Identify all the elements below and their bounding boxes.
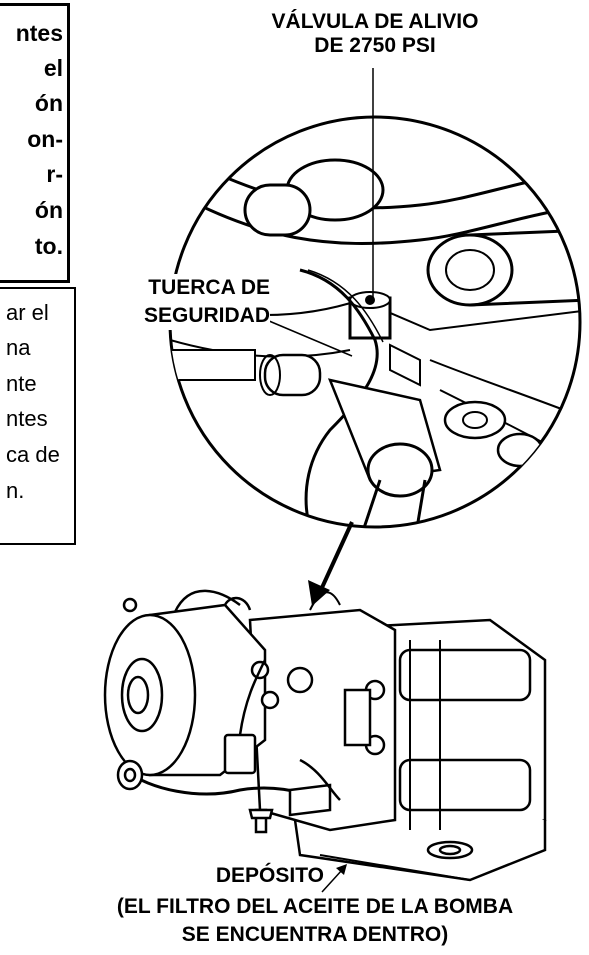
note-box: ar el na nte ntes ca de n. [0, 287, 76, 545]
warning-line: r- [46, 161, 63, 187]
filter-note-line1: (EL FILTRO DEL ACEITE DE LA BOMBA [116, 895, 514, 918]
warning-box: ntes el ón on- r- ón to. [0, 3, 70, 283]
reservoir-leader-arrowhead [336, 864, 347, 875]
note-line: ca de [6, 442, 60, 467]
lock-nut-leader [261, 317, 353, 357]
reservoir-leader [321, 869, 343, 893]
lock-nut-label: TUERCA DE SEGURIDAD [100, 274, 270, 330]
note-line: na [6, 335, 31, 360]
note-line: n. [6, 478, 25, 503]
lock-nut-label-line1: TUERCA DE [148, 276, 270, 299]
note-line: ntes [6, 406, 48, 431]
note-line: ar el [6, 300, 49, 325]
detail-arrow [318, 521, 354, 593]
filter-note-line2: SE ENCUENTRA DENTRO) [181, 923, 449, 946]
warning-line: on- [27, 126, 63, 152]
detail-magnified-view [168, 115, 582, 529]
detail-arrowhead [308, 580, 330, 606]
relief-valve-label: VÁLVULA DE ALIVIO DE 2750 PSI [250, 10, 500, 58]
lock-nut-label-line2: SEGURIDAD [143, 304, 270, 327]
warning-line: to. [34, 233, 63, 259]
pump-assembly [103, 589, 547, 882]
reservoir-label: DEPÓSITO [215, 864, 324, 887]
warning-line: ón [34, 90, 63, 116]
relief-valve-label-line1: VÁLVULA DE ALIVIO [271, 10, 479, 33]
warning-line: el [43, 55, 63, 81]
warning-line: ntes [15, 20, 63, 46]
filter-note-label: (EL FILTRO DEL ACEITE DE LA BOMBA SE ENC… [60, 893, 570, 949]
note-line: nte [6, 371, 37, 396]
relief-valve-label-line2: DE 2750 PSI [314, 34, 436, 57]
warning-line: ón [34, 197, 63, 223]
